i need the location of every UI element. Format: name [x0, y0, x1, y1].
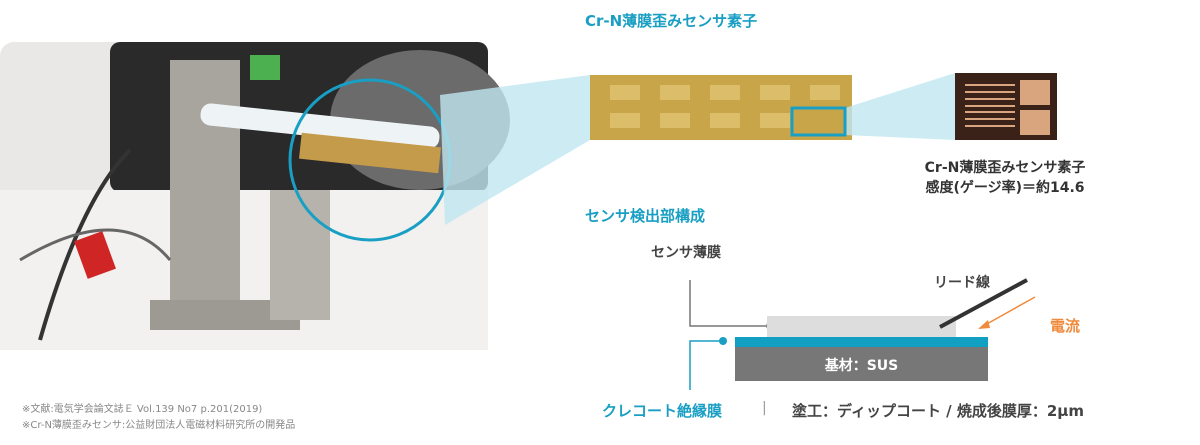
footnotes: ※文献:電気学会論文誌Ｅ Vol.139 No7 p.201(2019) ※Cr… — [22, 402, 295, 434]
sensor-element-title: Cr-N薄膜歪みセンサ素子 — [585, 12, 758, 30]
element-caption: Cr-N薄膜歪みセンサ素子 感度(ゲージ率)＝約14.6 — [900, 158, 1110, 198]
lead-wire-label: リード線 — [934, 275, 990, 291]
film-leader — [689, 280, 770, 327]
insulation-layer — [735, 337, 988, 347]
insulation-label: クレコート絶縁膜 — [602, 402, 723, 420]
lead-wire — [939, 278, 1028, 329]
selection-box — [790, 106, 847, 137]
projection — [440, 75, 590, 225]
sensor-photo — [0, 42, 510, 350]
caption-line1: Cr-N薄膜歪みセンサ素子 — [924, 160, 1086, 176]
insulation-leader — [689, 340, 722, 390]
caption-line2: 感度(ゲージ率)＝約14.6 — [925, 180, 1085, 196]
sensor-film — [767, 316, 956, 337]
current-arrow — [984, 296, 1036, 326]
structure-title: センサ検出部構成 — [585, 207, 706, 225]
footnote: ※Cr-N薄膜歪みセンサ:公益財団法人電磁材料研究所の開発品 — [22, 420, 296, 431]
sensor-film-label: センサ薄膜 — [651, 245, 721, 261]
footnote: ※文献:電気学会論文誌Ｅ Vol.139 No7 p.201(2019) — [22, 404, 263, 415]
coating-desc: 塗工：ディップコート / 焼成後膜厚：2μm — [792, 402, 1084, 420]
separator: | — [762, 400, 767, 416]
substrate-label: 基材：SUS — [824, 358, 899, 374]
current-label: 電流 — [1050, 317, 1081, 335]
substrate — [735, 347, 988, 381]
